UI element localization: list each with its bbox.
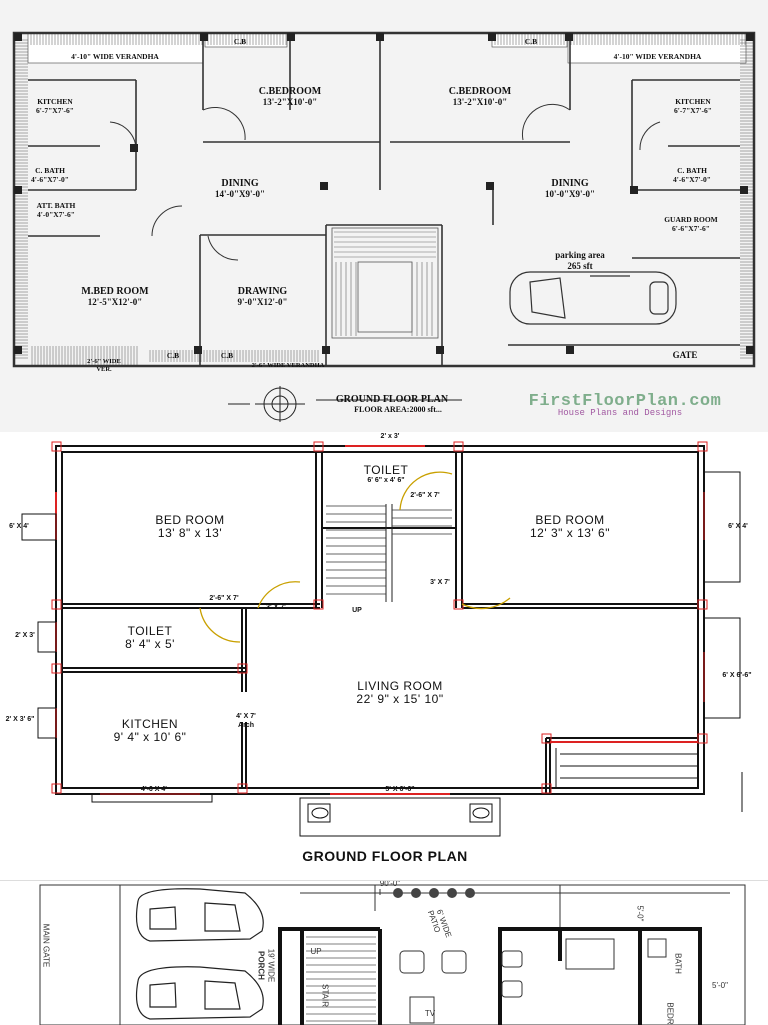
opening-label: 2' X 3'	[10, 632, 40, 640]
room-dim: 265 sft	[530, 261, 630, 272]
opening-label: 6' X 4'	[4, 523, 34, 531]
room-dim: 6'-6"X7'-6"	[648, 224, 734, 233]
room-dim: 4'-6"X7'-0"	[666, 175, 718, 184]
opening-label: 3' X 7'	[420, 579, 460, 587]
car-icon	[137, 967, 264, 1019]
veranda-left-label: 4'-10" WIDE VERANDHA	[30, 52, 200, 61]
room-dim: 14'-0"X9'-0"	[185, 189, 295, 200]
opening-label: 2'-6" X 7'	[196, 595, 252, 603]
stair	[386, 504, 392, 602]
room-name: GUARD ROOM	[648, 215, 734, 224]
cb-label: C.B	[158, 351, 188, 360]
tv-label: TV	[420, 1009, 440, 1018]
opening-label: Arch	[226, 722, 266, 730]
room-dim: 12'-5"X12'-0"	[55, 297, 175, 308]
room-dim: 13'-2"X10'-0"	[395, 97, 565, 108]
plan3-drawing	[0, 881, 768, 1025]
dim-label: 5'-0"	[636, 894, 645, 934]
room-dim: 6' 6" x 4' 6"	[336, 477, 436, 485]
room-dim: 9'-0"X12'-0"	[205, 297, 320, 308]
floor-plan-3: 90'-0" MAIN GATE PORCH 19' WIDE STAIR UP…	[0, 880, 768, 1025]
room-name: C. BATH	[26, 166, 74, 175]
opening-label: 4' X 7'	[226, 713, 266, 721]
opening-label: 6' X 4'	[718, 523, 758, 531]
compass-icon	[228, 386, 305, 422]
cb-label: C.B	[212, 351, 242, 360]
gate-label: GATE	[660, 350, 710, 361]
room-dim: VER.	[74, 365, 134, 374]
room-name: KITCHEN	[665, 97, 721, 106]
room-name: TOILET	[336, 464, 436, 477]
car-icon	[137, 889, 264, 941]
room-dim: 4'-6"X7'-0"	[26, 175, 74, 184]
room-dim: 8' 4" x 5'	[90, 638, 210, 651]
stair-up-label: UP	[345, 607, 369, 615]
room-dim: 9' 4" x 10' 6"	[90, 731, 210, 744]
room-dim: 4'-0"X7'-6"	[30, 210, 82, 219]
room-name: parking area	[530, 250, 630, 261]
stair-up-label: UP	[306, 947, 326, 956]
room-dim: 13' 8" x 13'	[120, 527, 260, 540]
stair-label: STAIR	[321, 971, 330, 1021]
room-name: KITCHEN	[30, 97, 80, 106]
opening-label: 2' x 3'	[370, 433, 410, 441]
room-dim: 12' 3" x 13' 6"	[500, 527, 640, 540]
bath-label: BATH	[674, 946, 683, 982]
room-name: C. BATH	[666, 166, 718, 175]
opening-label: 5' X 6'-6"	[370, 786, 430, 794]
veranda-right-label: 4'-10" WIDE VERANDHA	[570, 52, 745, 61]
floor-plan-2: 2' x 3' TOILET 6' 6" x 4' 6" 2'-6" X 7' …	[0, 432, 768, 880]
plan2-drawing	[0, 432, 768, 880]
opening-label: 2'-6" X 7'	[398, 492, 452, 500]
opening-label: 3' X 7'	[256, 604, 296, 612]
room-name: ATT. BATH	[30, 201, 82, 210]
room-dim: 22' 9" x 15' 10"	[300, 693, 500, 706]
room-dim: 6'-7"X7'-6"	[665, 106, 721, 115]
opening-label: 4'-6 X 4'	[124, 786, 184, 794]
floor-plan-1: 4'-10" WIDE VERANDHA C.B C.BEDROOM 13'-2…	[0, 0, 768, 432]
bedroom-label: BEDR	[666, 996, 675, 1025]
cb-label: C.B	[225, 37, 255, 46]
main-gate-label: MAIN GATE	[42, 906, 51, 986]
cb-label: C.B	[516, 37, 546, 46]
porch-label: PORCH	[257, 941, 266, 991]
room-dim: 13'-2"X10'-0"	[205, 97, 375, 108]
watermark-sub: House Plans and Designs	[520, 408, 720, 418]
floor-area: FLOOR AREA:2000 sft...	[318, 405, 478, 414]
room-dim: 10'-0"X9'-0"	[515, 189, 625, 200]
plan-title: GROUND FLOOR PLAN	[250, 848, 520, 864]
veranda-label: 2'-6" WIDE VERANDHA	[248, 361, 328, 370]
car-icon	[510, 272, 676, 324]
room-dim: 6'-7"X7'-6"	[30, 106, 80, 115]
opening-label: 2' X 3' 6"	[2, 716, 38, 724]
opening-label: 6' X 6'-6"	[710, 672, 764, 680]
width-dim: 90'-0"	[370, 880, 410, 888]
dim-label: 5'-0"	[700, 981, 740, 990]
porch-dim: 19' WIDE	[267, 941, 276, 991]
